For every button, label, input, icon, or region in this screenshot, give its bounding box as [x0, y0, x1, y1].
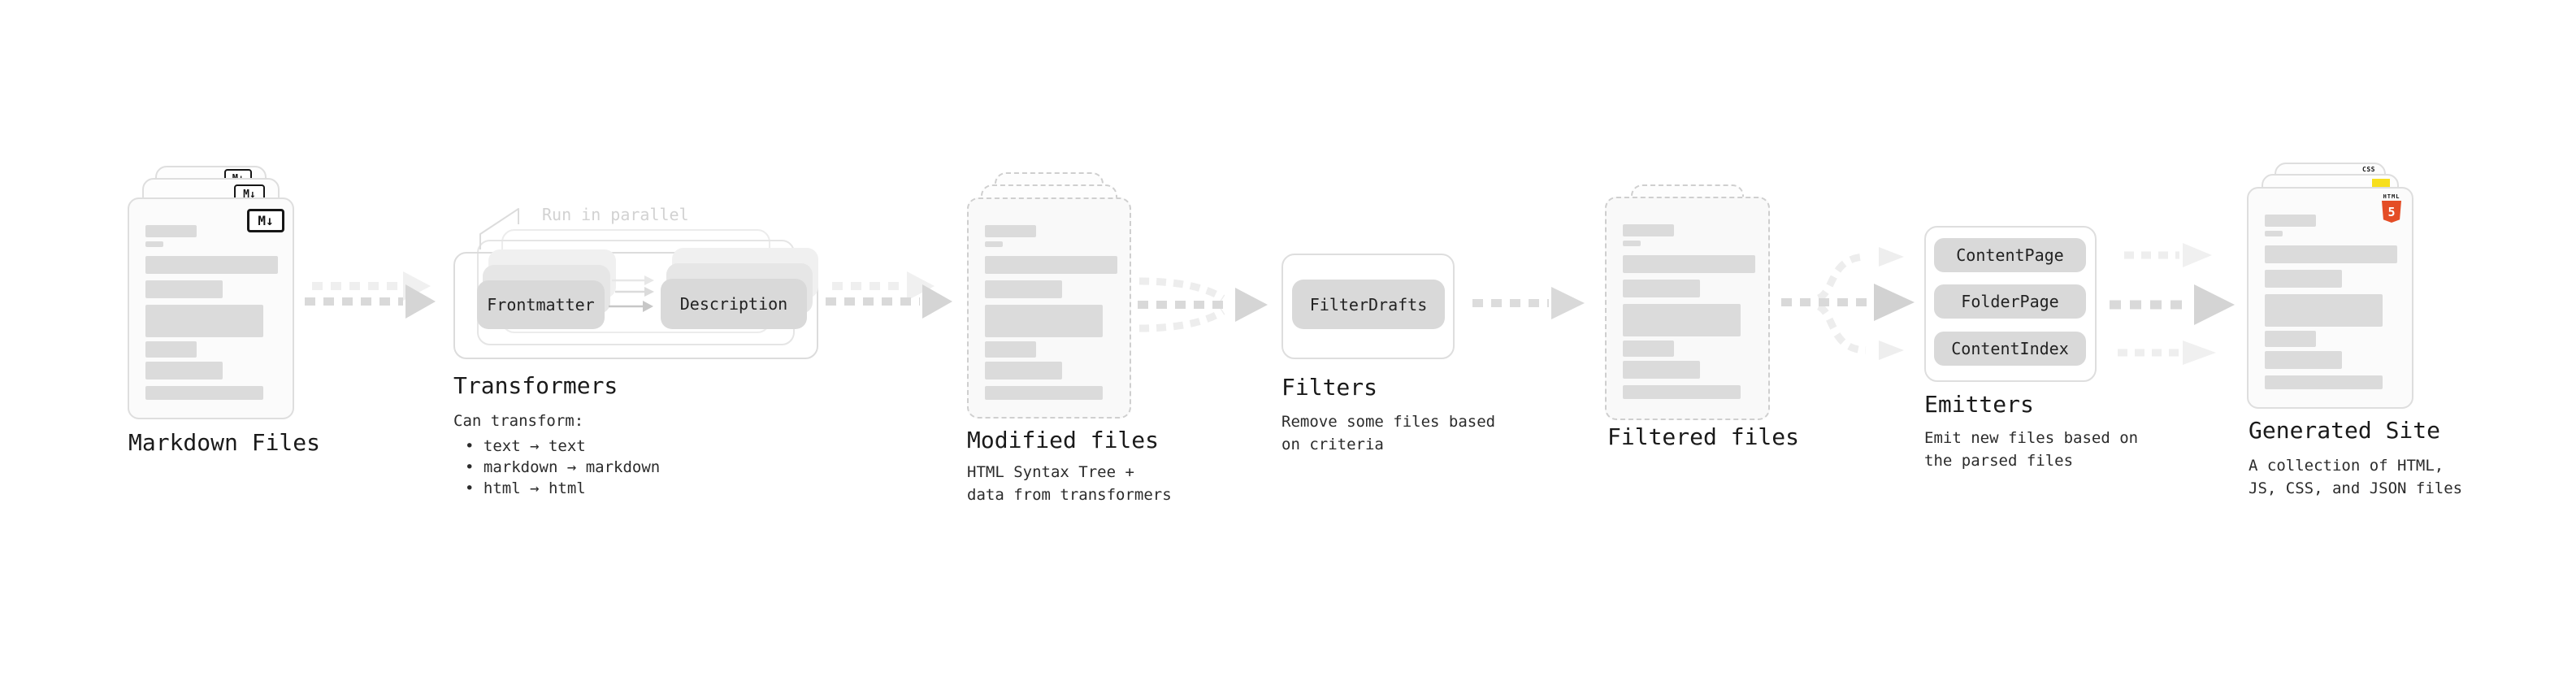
- text-line-placeholder: [2265, 270, 2342, 288]
- text-line-placeholder: [2265, 215, 2316, 227]
- markdown-file-card: M↓: [128, 197, 294, 419]
- emitters-title: Emitters: [1924, 391, 2034, 418]
- contentindex-emitter: ContentIndex: [1934, 332, 2086, 366]
- javascript-icon: [2372, 179, 2390, 189]
- text-line-placeholder: [1623, 340, 1674, 357]
- text-line-placeholder: [145, 305, 263, 337]
- text-line-placeholder: [985, 225, 1036, 237]
- text-line-placeholder: [145, 241, 163, 247]
- transformers-caption-heading: Can transform:: [453, 412, 584, 430]
- arrow-filters-to-filtered: [1472, 287, 1585, 319]
- folderpage-emitter: FolderPage: [1934, 284, 2086, 319]
- run-in-parallel-label: Run in parallel: [542, 205, 689, 224]
- filtered-file-card: [1605, 197, 1770, 420]
- markdown-icon: M↓: [247, 209, 284, 232]
- text-line-placeholder: [145, 256, 278, 274]
- html5-icon: HTML 5: [2381, 193, 2402, 223]
- transformers-bullet-3: • html → html: [465, 479, 586, 497]
- modified-file-card: [967, 197, 1131, 419]
- text-line-placeholder: [2265, 351, 2342, 369]
- markdown-files-title: Markdown Files: [128, 429, 321, 456]
- filterdrafts-filter: FilterDrafts: [1292, 280, 1445, 329]
- frontmatter-transformer: Frontmatter: [477, 280, 605, 329]
- text-line-placeholder: [985, 386, 1103, 400]
- text-line-placeholder: [145, 280, 223, 298]
- arrow-emitters-to-generated: [2110, 243, 2235, 365]
- arrow-modified-to-filters: [1138, 277, 1268, 332]
- arrow-transformers-to-modified: [826, 271, 952, 319]
- filtered-files-title: Filtered files: [1607, 423, 1800, 450]
- text-line-placeholder: [2265, 245, 2397, 263]
- text-line-placeholder: [1623, 255, 1755, 273]
- text-line-placeholder: [145, 225, 197, 237]
- emitters-caption: Emit new files based on the parsed files: [1924, 429, 2139, 470]
- generated-site-title: Generated Site: [2249, 417, 2441, 444]
- text-line-placeholder: [2265, 294, 2383, 327]
- arrow-filtered-to-emitters: [1781, 247, 1915, 360]
- transformers-title: Transformers: [453, 372, 618, 399]
- text-line-placeholder: [1623, 280, 1700, 297]
- transformers-bullet-1: • text → text: [465, 437, 586, 455]
- text-line-placeholder: [985, 241, 1003, 247]
- text-line-placeholder: [1623, 361, 1700, 379]
- filters-caption: Remove some files based on criteria: [1281, 413, 1496, 453]
- modified-files-caption: HTML Syntax Tree + data from transformer…: [967, 463, 1172, 504]
- text-line-placeholder: [145, 362, 223, 380]
- text-line-placeholder: [2265, 375, 2383, 389]
- text-line-placeholder: [985, 256, 1117, 274]
- text-line-placeholder: [145, 386, 263, 400]
- text-line-placeholder: [1623, 385, 1741, 399]
- filters-title: Filters: [1281, 374, 1378, 401]
- modified-files-title: Modified files: [967, 427, 1160, 453]
- text-line-placeholder: [2265, 331, 2316, 347]
- text-line-placeholder: [985, 341, 1036, 358]
- description-transformer: Description: [661, 279, 807, 329]
- text-line-placeholder: [985, 280, 1062, 298]
- arrow-markdown-to-transformers: [305, 271, 436, 319]
- text-line-placeholder: [985, 362, 1062, 380]
- transformer-container: [453, 252, 818, 359]
- generated-html-file-card: HTML 5: [2247, 187, 2413, 409]
- text-line-placeholder: [145, 341, 197, 358]
- text-line-placeholder: [2265, 231, 2283, 236]
- contentpage-emitter: ContentPage: [1934, 238, 2086, 272]
- transformers-bullet-2: • markdown → markdown: [465, 458, 661, 476]
- text-line-placeholder: [985, 305, 1103, 337]
- text-line-placeholder: [1623, 224, 1674, 236]
- text-line-placeholder: [1623, 241, 1641, 246]
- generated-site-caption: A collection of HTML, JS, CSS, and JSON …: [2249, 457, 2463, 497]
- text-line-placeholder: [1623, 304, 1741, 336]
